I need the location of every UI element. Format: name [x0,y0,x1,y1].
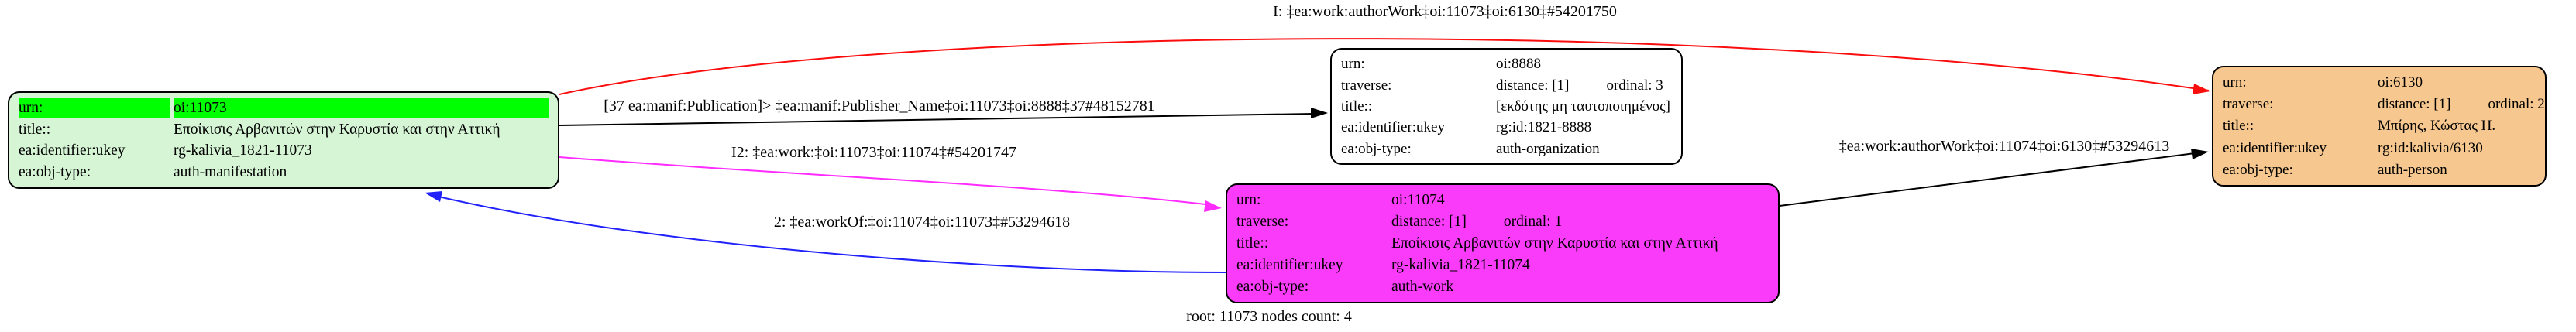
edge-label-work-11073-11074: I2: ‡ea:work:‡oi:11073‡oi:11074‡#5420174… [731,144,1016,161]
arrowhead-workof-11074-11073 [425,191,442,202]
field-key: traverse: [1236,214,1289,230]
field-value: rg-kalivia_1821-11073 [174,142,312,159]
node-field-row: ea:obj-type: auth-work [1236,276,1769,297]
edge-workof-11074-11073 [438,196,1226,273]
field-value: distance: [1]ordinal: 2 [2378,96,2545,113]
arrowhead-publisher-11073-8888 [1311,108,1328,118]
field-value: oi:11073 [174,97,549,118]
field-key: ea:identifier:ukey [1236,257,1343,273]
field-key: traverse: [1341,77,1392,94]
field-value: oi:6130 [2378,74,2423,91]
node-field-row: ea:identifier:ukey rg:id:1821-8888 [1341,117,1672,138]
edge-authorwork-11074-6130 [1779,152,2196,207]
field-value: rg:id:1821-8888 [1496,119,1592,136]
node-field-row: title::[εκδότης μη ταυτοποιημένος] [1341,96,1672,117]
edge-authorwork-11073-6130 [559,38,2210,95]
field-key: ea:obj-type: [1236,279,1309,295]
field-key: ea:identifier:ukey [19,142,126,159]
field-key: ea:obj-type: [1341,140,1412,157]
node-field-row: urn:oi:11073 [19,97,549,118]
node-field-row: traverse: distance: [1]ordinal: 3 [1341,75,1672,96]
field-value: rg:id:kalivia/6130 [2378,139,2483,156]
node-field-row: traverse: distance: [1]ordinal: 2 [2223,94,2545,115]
field-key: ea:identifier:ukey [1341,119,1445,136]
field-value: Μπίρης, Κώστας Η. [2378,118,2496,135]
node-field-row: ea:obj-type: auth-organization [1341,139,1672,159]
field-value: oi:8888 [1496,56,1542,73]
field-key: urn: [2223,74,2247,91]
edge-publisher-11073-8888 [559,113,1315,126]
field-key: ea:obj-type: [2223,161,2293,178]
field-key: title:: [2223,118,2254,135]
arrowhead-work-11073-11074 [1204,200,1222,212]
field-key: ea:identifier:ukey [2223,139,2327,156]
node-organization-8888[interactable]: urn: oi:8888 traverse: distance: [1]ordina… [1330,48,1683,165]
field-value: distance: [1]ordinal: 3 [1496,77,1663,94]
edge-label-publisher-11073-8888: [37 ea:manif:Publication]> ‡ea:manif:Pub… [604,98,1155,115]
edge-work-11073-11074 [559,156,1206,205]
field-value: oi:11074 [1391,192,1445,208]
arrowhead-authorwork-11074-6130 [2191,149,2209,159]
edge-label-authorwork-11073-6130: I: ‡ea:work:authorWork‡oi:11073‡oi:6130‡… [1273,3,1617,20]
node-field-row: urn: oi:6130 [2223,72,2536,93]
field-value: Εποίκισις Αρβανιτών στην Καρυστία και στ… [174,121,500,138]
node-field-row: ea:identifier:ukey rg-kalivia_1821-11074 [1236,255,1769,276]
field-value: auth-work [1391,279,1454,295]
node-field-row: urn: oi:11074 [1236,190,1769,210]
field-key: title:: [1236,235,1269,252]
node-work-11074[interactable]: urn: oi:11074 traverse: distance: [1]ordin… [1226,183,1780,303]
field-key: urn: [19,97,170,118]
arrowhead-authorwork-11073-6130 [2193,84,2210,94]
field-value: Εποίκισις Αρβανιτών στην Καρυστία και στ… [1391,235,1718,252]
node-field-row: title::Εποίκισις Αρβανιτών στην Καρυστία… [1236,233,1769,254]
field-key: ea:obj-type: [19,164,91,181]
field-key: title:: [19,121,51,138]
node-field-row: ea:identifier:ukey rg-kalivia_1821-11073 [19,140,549,161]
field-value: [εκδότης μη ταυτοποιημένος] [1496,98,1671,115]
node-manifestation-11073[interactable]: urn:oi:11073 title::Εποίκισις Αρβανιτών … [8,91,559,189]
edge-label-authorwork-11074-6130: ‡ea:work:authorWork‡oi:11074‡oi:6130‡#53… [1838,138,2170,155]
node-field-row: urn: oi:8888 [1341,53,1672,74]
root-label: root: 11073 nodes count: 4 [1186,308,1352,325]
field-value: auth-manifestation [174,164,287,181]
field-key: urn: [1236,192,1261,208]
field-value: rg-kalivia_1821-11074 [1391,257,1530,273]
field-key: traverse: [2223,96,2274,113]
node-person-6130[interactable]: urn: oi:6130 traverse: distance: [1]ordina… [2212,66,2547,187]
field-key: title:: [1341,98,1373,115]
node-field-row: traverse: distance: [1]ordinal: 1 [1236,211,1769,232]
edge-label-workof-11074-11073: 2: ‡ea:workOf:‡oi:11074‡oi:11073‡#532946… [773,214,1071,231]
node-field-row: title::Εποίκισις Αρβανιτών στην Καρυστία… [19,119,549,140]
field-value: auth-organization [1496,140,1600,157]
field-value: auth-person [2378,161,2447,178]
field-value: distance: [1]ordinal: 1 [1391,214,1563,230]
node-field-row: title::Μπίρης, Κώστας Η. [2223,115,2536,136]
node-field-row: ea:identifier:ukey rg:id:kalivia/6130 [2223,138,2536,159]
field-key: urn: [1341,56,1365,73]
node-field-row: ea:obj-type: auth-manifestation [19,162,549,183]
node-field-row: ea:obj-type: auth-person [2223,159,2536,180]
